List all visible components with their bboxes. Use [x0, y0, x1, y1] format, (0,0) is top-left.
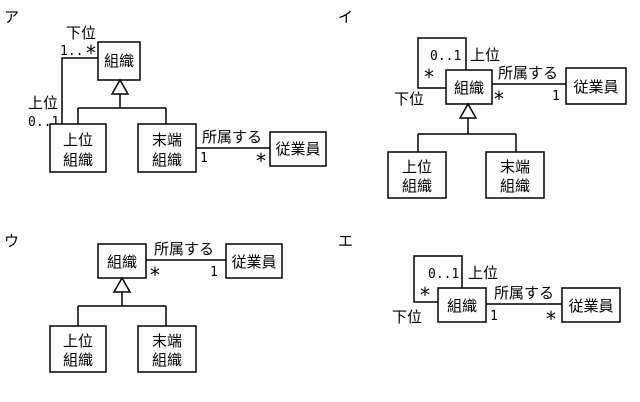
panel-i-emp-box: [565, 67, 627, 105]
panel-i-leaf-org-name2: 組織: [500, 177, 530, 195]
panel-u-org-name: 組織: [107, 253, 137, 271]
panel-e-self-mult: 0..1: [428, 267, 459, 282]
panel-a-upper-org-name1: 上位: [63, 131, 93, 149]
panel-a-emp-name: 従業員: [275, 140, 320, 158]
panel-u: ウ 組織 所属する * 1 従業員 上位 組織 末端 組織: [4, 232, 283, 373]
panel-u-leaf-org-name2: 組織: [152, 351, 182, 369]
panel-e-self-role: 上位: [468, 264, 498, 282]
panel-u-org-star: *: [150, 263, 160, 287]
panel-a-leaf-org-name1: 末端: [152, 131, 182, 149]
panel-a-mult-emp: *: [256, 149, 266, 173]
panel-i-emp-name: 従業員: [573, 78, 618, 96]
panel-a-emp-box: [269, 131, 327, 167]
panel-e-org-box: [437, 287, 487, 323]
panel-u-upper-org-name1: 上位: [63, 332, 93, 350]
panel-e-emp-box: [561, 287, 621, 323]
panel-a-star-lower: *: [86, 41, 96, 65]
panel-a-leaf-org-box: [137, 123, 197, 173]
panel-i-upper-org-name2: 組織: [402, 177, 432, 195]
panel-u-generalization-arrow: [112, 276, 132, 293]
panel-a-role-lower: 下位: [66, 24, 96, 42]
panel-a: ア 組織 下位 1.. * 上位 0..1 上位 組織 末端 組織 所属する 1…: [4, 8, 327, 173]
panel-u-assoc-label: 所属する: [154, 240, 214, 258]
panel-a-assoc-label: 所属する: [202, 128, 262, 146]
panel-e: エ 0..1 上位 * 下位 組織 所属する 1 * 従業員: [338, 232, 621, 331]
panel-e-emp-star: *: [546, 307, 556, 331]
panel-i-assoc-label: 所属する: [498, 64, 558, 82]
panel-e-org-name: 組織: [447, 297, 477, 315]
panel-i-self-mult: 0..1: [430, 49, 461, 64]
panel-a-leaf-org-name2: 組織: [152, 151, 182, 169]
panel-u-emp-box: [225, 243, 283, 279]
panel-i: イ 0..1 上位 * 下位 組織 所属する * 1 従業員 上位 組織 末端 …: [338, 8, 627, 199]
panel-u-upper-org-box: [49, 325, 107, 373]
panel-u-upper-org-name2: 組織: [63, 351, 93, 369]
panel-a-generalization-arrow: [110, 78, 130, 95]
panel-i-self-role: 上位: [470, 46, 500, 64]
panel-i-leaf-org-name1: 末端: [500, 158, 530, 176]
panel-e-self-association: [413, 255, 463, 303]
panel-a-org-name: 組織: [104, 52, 134, 70]
panel-i-org-name: 組織: [454, 79, 484, 97]
panel-e-org-mult: 1: [490, 309, 498, 324]
panel-i-emp-mult: 1: [552, 89, 560, 104]
panel-u-leaf-org-name1: 末端: [152, 332, 182, 350]
panel-a-upper-org-name2: 組織: [63, 151, 93, 169]
panel-u-label: ウ: [4, 232, 19, 250]
panel-e-self-role2: 下位: [392, 308, 422, 326]
panel-a-mult-lower: 1..: [60, 44, 83, 59]
panel-i-label: イ: [338, 8, 353, 26]
panel-a-label: ア: [4, 8, 19, 26]
panel-u-emp-mult: 1: [210, 265, 218, 280]
panel-i-generalization-arrow: [458, 102, 478, 119]
panel-e-emp-name: 従業員: [568, 297, 613, 315]
panel-e-label: エ: [338, 232, 353, 250]
panel-i-leaf-org-box: [485, 151, 545, 199]
panel-i-upper-org-box: [387, 151, 447, 199]
panel-u-emp-name: 従業員: [231, 253, 276, 271]
panel-e-assoc-label: 所属する: [494, 284, 554, 302]
panel-a-role-upper: 上位: [28, 94, 58, 112]
panel-a-org-box: [97, 41, 141, 81]
panel-i-org-box: [445, 69, 493, 105]
panel-a-mult-leaf: 1: [200, 151, 208, 166]
panel-u-leaf-org-box: [137, 325, 197, 373]
panel-e-self-star: *: [420, 283, 430, 307]
panel-i-self-role2: 下位: [394, 90, 424, 108]
panel-i-self-association: [417, 37, 467, 89]
panel-i-upper-org-name1: 上位: [402, 158, 432, 176]
panel-a-upper-org-box: [49, 123, 107, 173]
panel-i-org-star: *: [494, 87, 504, 111]
panel-i-self-star: *: [424, 65, 434, 89]
